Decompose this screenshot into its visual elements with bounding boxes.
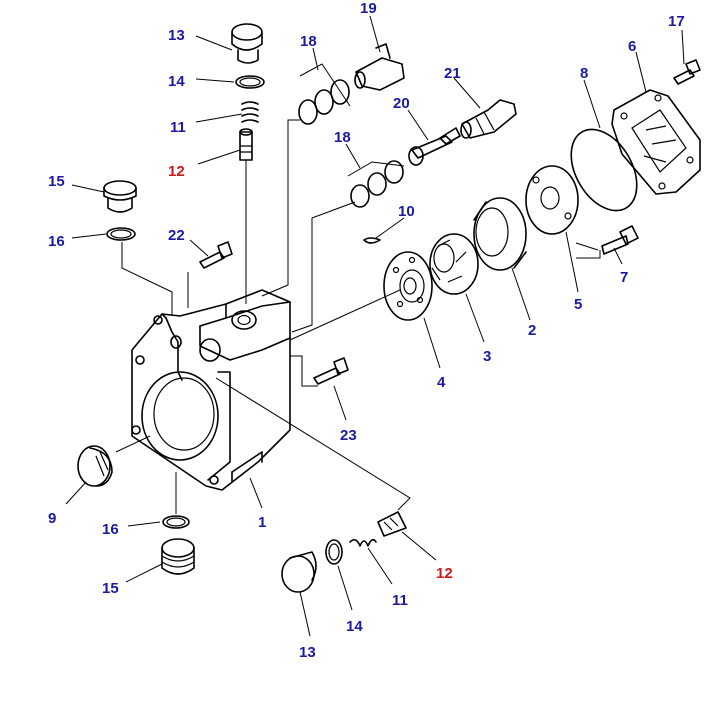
callout-16-top: 16 (48, 233, 65, 250)
fitting-21 (460, 99, 517, 139)
callout-13-top: 13 (168, 27, 185, 44)
bolt-17 (673, 59, 701, 85)
callout-22: 22 (168, 227, 185, 244)
o-ring-16-bottom (162, 515, 190, 529)
callout-12-top: 12 (168, 163, 185, 180)
callout-6: 6 (628, 38, 636, 55)
plate-4 (383, 251, 433, 321)
leader-lines (115, 119, 601, 514)
callout-18-upper: 18 (300, 33, 317, 50)
callout-9: 9 (48, 510, 56, 527)
callout-4: 4 (437, 374, 446, 391)
spring-11-bottom (349, 538, 377, 547)
callout-15-top: 15 (48, 173, 65, 190)
callout-17: 17 (668, 13, 685, 30)
seal-9 (77, 445, 113, 487)
o-ring-16-top (106, 227, 136, 241)
cam-ring-2 (473, 197, 527, 271)
bolt-22 (199, 241, 233, 269)
callout-18-lower: 18 (334, 129, 351, 146)
shaft-20 (408, 127, 461, 166)
callout-11-bottom: 11 (392, 592, 408, 609)
callout-16-bottom: 16 (102, 521, 119, 538)
callout-14-top: 14 (168, 73, 185, 90)
callout-23: 23 (340, 427, 357, 444)
callout-19: 19 (360, 0, 377, 17)
callout-5: 5 (574, 296, 582, 313)
fitting-19 (354, 43, 405, 91)
callout-labels: 13 14 11 12 15 16 22 18 18 19 21 20 10 8… (48, 0, 685, 661)
callout-2: 2 (528, 322, 536, 339)
cover-6 (611, 89, 701, 195)
pump-housing (131, 289, 291, 491)
plug-13-top (231, 23, 263, 64)
plug-15-top (103, 180, 137, 213)
callout-21: 21 (444, 65, 461, 82)
valve-12-top (239, 128, 253, 161)
o-ring-18-lower (347, 160, 405, 208)
callout-leaders (65, 15, 685, 637)
callout-15-bottom: 15 (102, 580, 119, 597)
spring-11-top (241, 101, 259, 123)
bolt-7 (601, 225, 639, 255)
gasket-8 (570, 128, 638, 212)
callout-1: 1 (258, 514, 266, 531)
plug-15-bottom (161, 538, 195, 575)
callout-11-top: 11 (170, 119, 186, 136)
key-10 (363, 237, 381, 244)
callout-12-bottom: 12 (436, 565, 453, 582)
callout-14-bottom: 14 (346, 618, 363, 635)
bolt-23 (313, 357, 349, 385)
o-ring-18-upper (298, 63, 351, 125)
plate-5 (525, 165, 579, 235)
callout-7: 7 (620, 269, 628, 286)
o-ring-14-bottom (325, 539, 343, 565)
callout-13-bottom: 13 (299, 644, 316, 661)
rotor-3 (429, 233, 479, 295)
callout-3: 3 (483, 348, 491, 365)
valve-12-bottom (377, 511, 407, 537)
callout-10: 10 (398, 203, 415, 220)
callout-8: 8 (580, 65, 588, 82)
plug-13-bottom (281, 551, 317, 593)
o-ring-14-top (235, 75, 265, 89)
callout-20: 20 (393, 95, 410, 112)
